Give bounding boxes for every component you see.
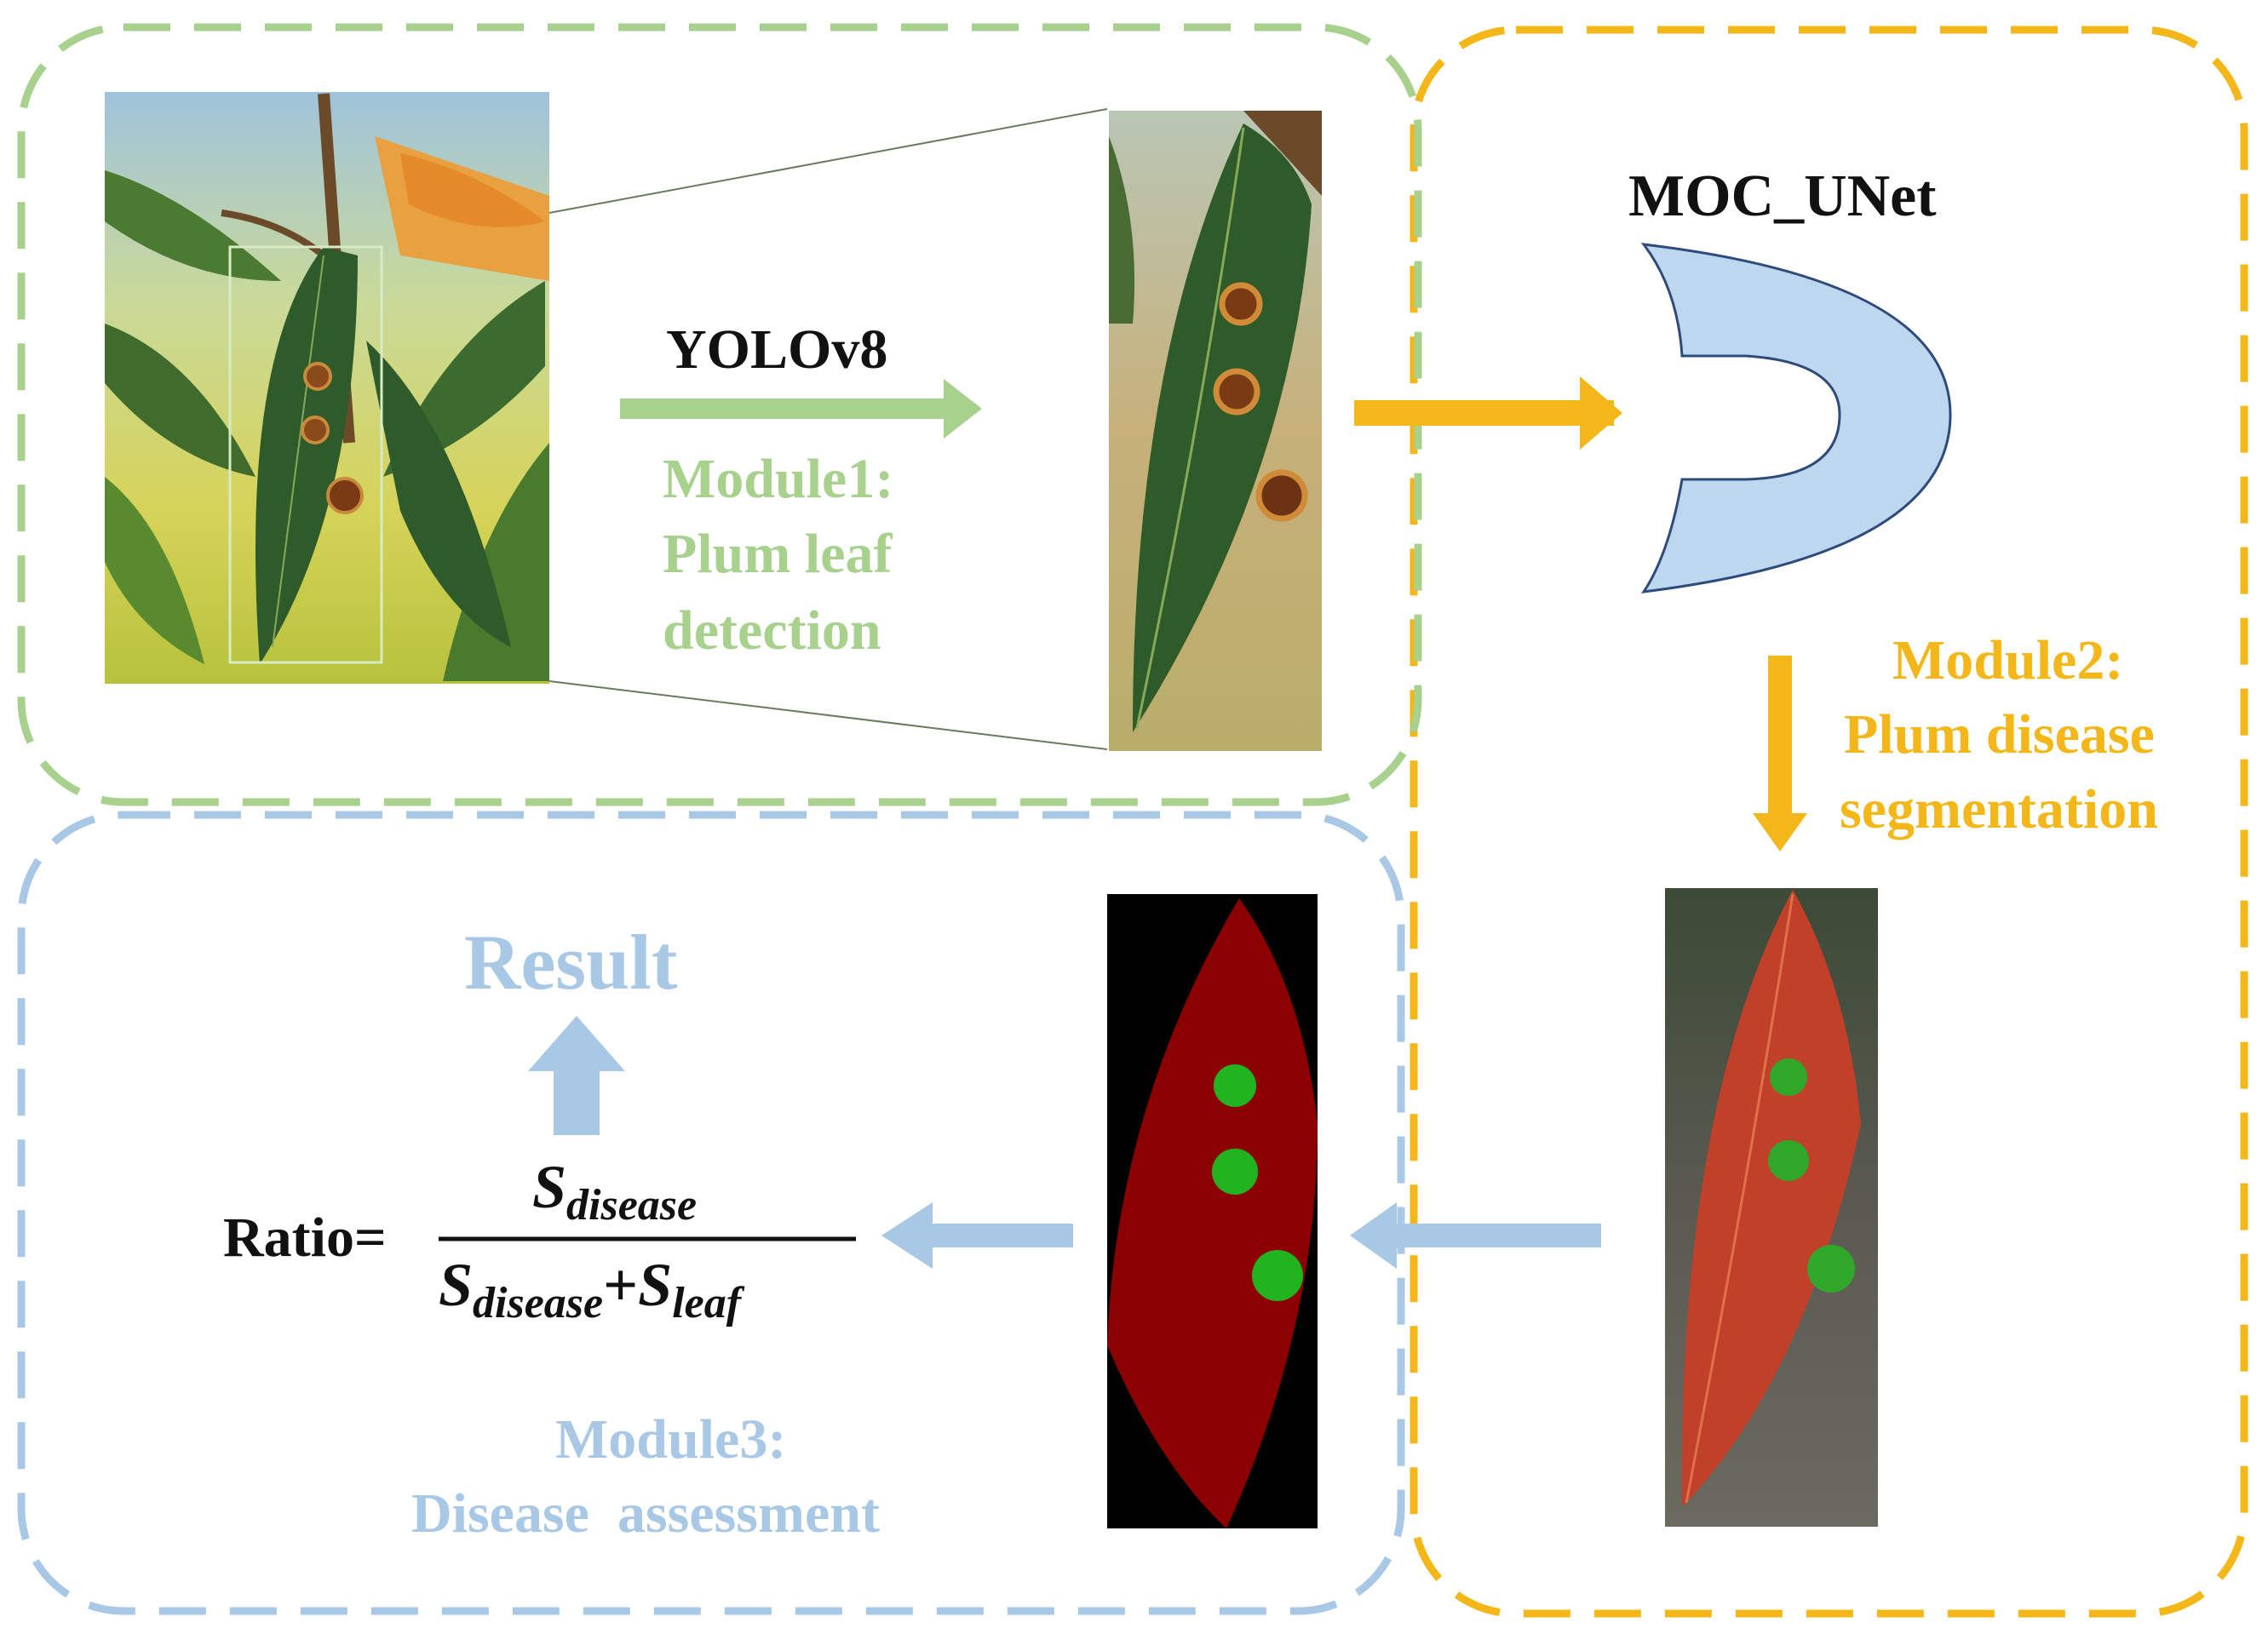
module2-title-line2: Plum disease xyxy=(1844,703,2155,765)
result-label: Result xyxy=(464,919,678,1006)
zoom-line-top xyxy=(548,108,1108,214)
detection-bbox xyxy=(228,245,383,664)
segmentation-down-arrow xyxy=(1753,656,1807,851)
module1-to-module2-arrow xyxy=(1354,376,1622,450)
mask-to-ratio-arrow xyxy=(881,1202,1073,1269)
module1-title-line2: Plum leaf xyxy=(663,523,893,585)
denominator-symbol-2: S xyxy=(638,1251,673,1319)
denominator-symbol-1: S xyxy=(439,1251,474,1319)
numerator-symbol: S xyxy=(532,1153,567,1221)
numerator-subscript: disease xyxy=(566,1181,698,1230)
module3-title-line1: Module3: xyxy=(555,1408,787,1471)
module1-title-line3: detection xyxy=(663,599,881,662)
unet-model-label: MOC_UNet xyxy=(1628,163,1937,229)
denominator-subscript-2: leaf xyxy=(672,1279,742,1327)
module2-title-line3: segmentation xyxy=(1840,778,2158,840)
yolo-model-label: YOLOv8 xyxy=(666,318,888,381)
ratio-numerator: Sdisease xyxy=(532,1153,697,1230)
unet-shape-icon xyxy=(1640,243,1952,593)
yolo-arrow xyxy=(620,379,982,439)
zoom-line-bottom xyxy=(548,680,1108,750)
module3-frame xyxy=(17,811,1405,1615)
ratio-denominator: Sdisease+Sleaf xyxy=(439,1251,741,1327)
plum-branch-photo xyxy=(105,92,549,684)
segmentation-overlay-photo xyxy=(1665,888,1878,1527)
module2-title-line1: Module2: xyxy=(1892,629,2124,691)
denominator-plus: + xyxy=(603,1251,639,1319)
segmentation-mask-image xyxy=(1107,894,1318,1528)
ratio-label: Ratio= xyxy=(223,1207,387,1269)
result-up-arrow xyxy=(528,1016,625,1135)
module3-title-line2: Disease assessment xyxy=(411,1482,880,1545)
module1-title-line1: Module1: xyxy=(663,448,894,510)
module2-frame xyxy=(1410,26,2248,1618)
cropped-leaf-photo xyxy=(1109,111,1322,751)
denominator-subscript-1: disease xyxy=(473,1279,604,1327)
overlay-to-mask-arrow xyxy=(1350,1202,1601,1269)
